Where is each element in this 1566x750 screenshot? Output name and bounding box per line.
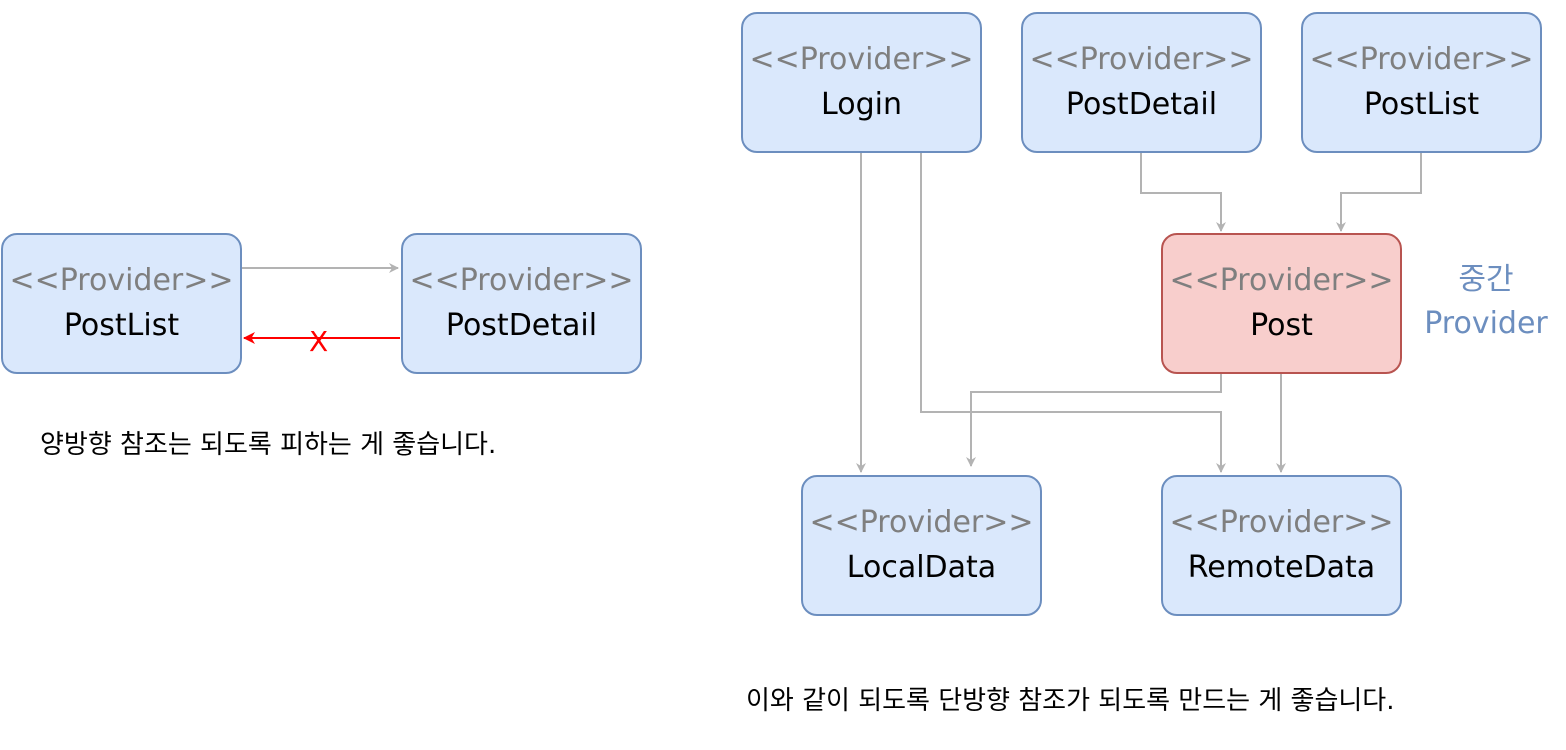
right-caption: 이와 같이 되도록 단방향 참조가 되도록 만드는 게 좋습니다.: [746, 686, 1395, 716]
note-line-2: Provider: [1424, 306, 1548, 341]
provider-name: PostDetail: [1065, 86, 1218, 122]
stereotype-label: <<Provider>>: [1029, 41, 1254, 77]
edge-postlist-to-post: [1336, 153, 1422, 232]
stereotype-label: <<Provider>>: [9, 262, 234, 298]
postdetail-provider-box[interactable]: <<Provider>> PostDetail: [1021, 12, 1262, 153]
stereotype-label: <<Provider>>: [1309, 41, 1534, 77]
provider-name: RemoteData: [1187, 549, 1376, 585]
provider-name: Login: [821, 86, 902, 122]
blocked-reference-x-mark: X: [309, 325, 329, 358]
postlist-provider-box[interactable]: <<Provider>> PostList: [1301, 12, 1542, 153]
remotedata-provider-box[interactable]: <<Provider>> RemoteData: [1161, 475, 1402, 616]
stereotype-label: <<Provider>>: [749, 41, 974, 77]
login-provider-box[interactable]: <<Provider>> Login: [741, 12, 982, 153]
stereotype-label: <<Provider>>: [809, 504, 1034, 540]
stereotype-label: <<Provider>>: [1169, 504, 1394, 540]
edge-postdetail-to-post: [1140, 153, 1226, 232]
left-postdetail-provider-box[interactable]: <<Provider>> PostDetail: [401, 233, 642, 374]
provider-name: LocalData: [846, 549, 997, 585]
stereotype-label: <<Provider>>: [1169, 262, 1394, 298]
edge-login-to-remotedata: [920, 153, 1226, 473]
intermediate-provider-note: 중간 Provider: [1416, 258, 1556, 346]
provider-name: PostDetail: [445, 307, 598, 343]
post-provider-box[interactable]: <<Provider>> Post: [1161, 233, 1402, 374]
left-caption: 양방향 참조는 되도록 피하는 게 좋습니다.: [40, 430, 497, 460]
edge-post-to-localdata: [966, 373, 1222, 467]
left-postlist-provider-box[interactable]: <<Provider>> PostList: [1, 233, 242, 374]
stereotype-label: <<Provider>>: [409, 262, 634, 298]
note-line-1: 중간: [1458, 262, 1514, 297]
provider-name: PostList: [1363, 86, 1480, 122]
localdata-provider-box[interactable]: <<Provider>> LocalData: [801, 475, 1042, 616]
provider-name: PostList: [63, 307, 180, 343]
provider-name: Post: [1250, 307, 1313, 343]
